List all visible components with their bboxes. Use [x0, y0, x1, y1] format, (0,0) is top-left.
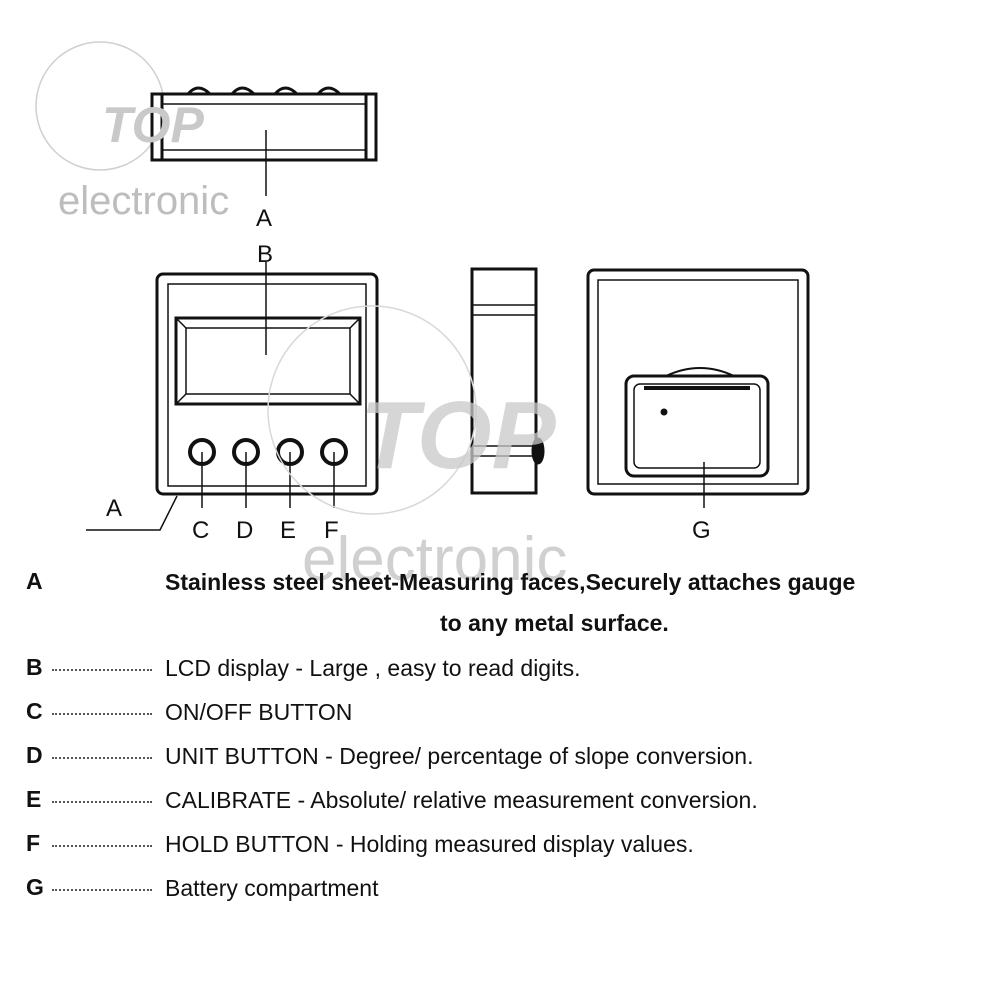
- watermark-brand-top: TOP: [102, 97, 205, 153]
- legend-key: B: [26, 654, 43, 680]
- callout-d: D: [236, 517, 253, 544]
- legend-text: Stainless steel sheet-Measuring faces,Se…: [165, 569, 856, 595]
- legend-text: LCD display - Large , easy to read digit…: [165, 655, 581, 681]
- callout-f: F: [324, 517, 339, 544]
- legend-text: CALIBRATE - Absolute/ relative measureme…: [165, 787, 758, 813]
- legend-text-continuation: to any metal surface.: [440, 610, 669, 636]
- legend-row-a-continuation: to any metal surface.: [0, 610, 1000, 650]
- watermark-brand-center: TOP: [360, 382, 557, 489]
- watermark-tagline-top: electronic: [58, 179, 229, 223]
- legend-key: A: [26, 568, 43, 594]
- leader-dots: [52, 713, 152, 715]
- legend-text: HOLD BUTTON - Holding measured display v…: [165, 831, 694, 857]
- leader-dots: [52, 757, 152, 759]
- leader-dots: [52, 669, 152, 671]
- callout-b: B: [257, 241, 273, 268]
- watermark-tagline-center: electronic: [302, 525, 567, 594]
- legend-row-b: B LCD display - Large , easy to read dig…: [0, 654, 1000, 694]
- legend-row-g: G Battery compartment: [0, 874, 1000, 914]
- legend-key: D: [26, 742, 43, 768]
- callout-a-top: A: [256, 205, 272, 232]
- callout-a-bottom: A: [106, 495, 122, 522]
- legend-text: UNIT BUTTON - Degree/ percentage of slop…: [165, 743, 754, 769]
- front-view: [86, 262, 379, 531]
- legend-key: F: [26, 830, 41, 856]
- legend-text: ON/OFF BUTTON: [165, 699, 353, 725]
- leader-dots: [52, 845, 152, 847]
- callout-c: C: [192, 517, 209, 544]
- legend-key: E: [26, 786, 42, 812]
- watermark-circle-center: [267, 305, 477, 515]
- legend-text: Battery compartment: [165, 875, 379, 901]
- legend-row-a: A Stainless steel sheet-Measuring faces,…: [0, 568, 1000, 608]
- back-view: [586, 268, 810, 508]
- legend-row-d: D UNIT BUTTON - Degree/ percentage of sl…: [0, 742, 1000, 782]
- leader-dots: [52, 801, 152, 803]
- legend-row-e: E CALIBRATE - Absolute/ relative measure…: [0, 786, 1000, 826]
- legend-row-f: F HOLD BUTTON - Holding measured display…: [0, 830, 1000, 870]
- legend-key: C: [26, 698, 43, 724]
- top-view: [150, 86, 378, 196]
- callout-e: E: [280, 517, 296, 544]
- leader-dots: [52, 889, 152, 891]
- legend-key: G: [26, 874, 44, 900]
- legend-row-c: C ON/OFF BUTTON: [0, 698, 1000, 738]
- callout-g: G: [692, 517, 711, 544]
